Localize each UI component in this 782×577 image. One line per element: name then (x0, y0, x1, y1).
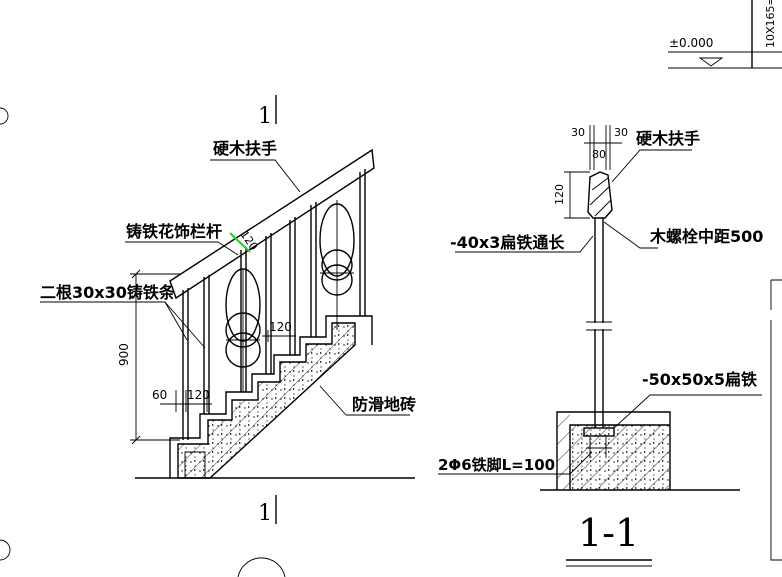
ornament-upper (319, 200, 355, 330)
dim-30-right: 30 (614, 126, 628, 139)
tile-layer (169, 315, 373, 478)
ornament-lower (225, 268, 261, 392)
square-bars-label: 二根30x30铸铁条 (40, 283, 176, 302)
step-dimension-text: 10X165= (764, 0, 777, 48)
tile-label: 防滑地砖 (352, 395, 416, 414)
upper-spacing-dim-text: 120 (269, 320, 292, 334)
dim-30-left: 30 (571, 126, 585, 139)
grid-bubble-mark (0, 539, 11, 561)
grid-bubble-mark (237, 557, 286, 577)
balusters (182, 169, 366, 440)
elevation-level-text: ±0.000 (669, 36, 713, 50)
plate-label: -50x50x5扁铁 (642, 370, 757, 389)
spacing-dim-text: 120 (187, 388, 210, 402)
handrail-section-mark (229, 232, 251, 253)
handrail (169, 148, 375, 300)
section-title: 1-1 (578, 511, 639, 555)
section-handrail-label: 硬木扶手 (636, 129, 700, 148)
edge-frame (770, 279, 782, 561)
handrail-size-text: 120 (238, 228, 261, 253)
section-mark-bottom: 1 (258, 501, 272, 526)
handrail-label: 硬木扶手 (213, 139, 277, 158)
dim-80: 80 (592, 148, 606, 161)
bolt-label: 木螺栓中距500 (649, 227, 763, 246)
section-1-1: 30 30 80 120 硬木扶手 -40x3扁铁通长 木螺栓中距500 (438, 125, 763, 567)
baluster-label: 铸铁花饰栏杆 (126, 222, 222, 241)
height-dim-text: 900 (117, 343, 131, 366)
stair-elevation: 1 1 (40, 95, 416, 526)
gap-dim-text: 60 (152, 388, 167, 402)
flat-bar-label: -40x3扁铁通长 (450, 233, 565, 252)
elevation-marker: ±0.000 10X165= (668, 0, 782, 69)
handrail-profile (587, 171, 613, 219)
grid-bubble-mark (0, 107, 9, 125)
section-mark-top: 1 (258, 104, 272, 129)
dim-120: 120 (553, 184, 566, 205)
anchor-label: 2Φ6铁脚L=100 (438, 456, 555, 474)
base-plate (583, 427, 615, 437)
